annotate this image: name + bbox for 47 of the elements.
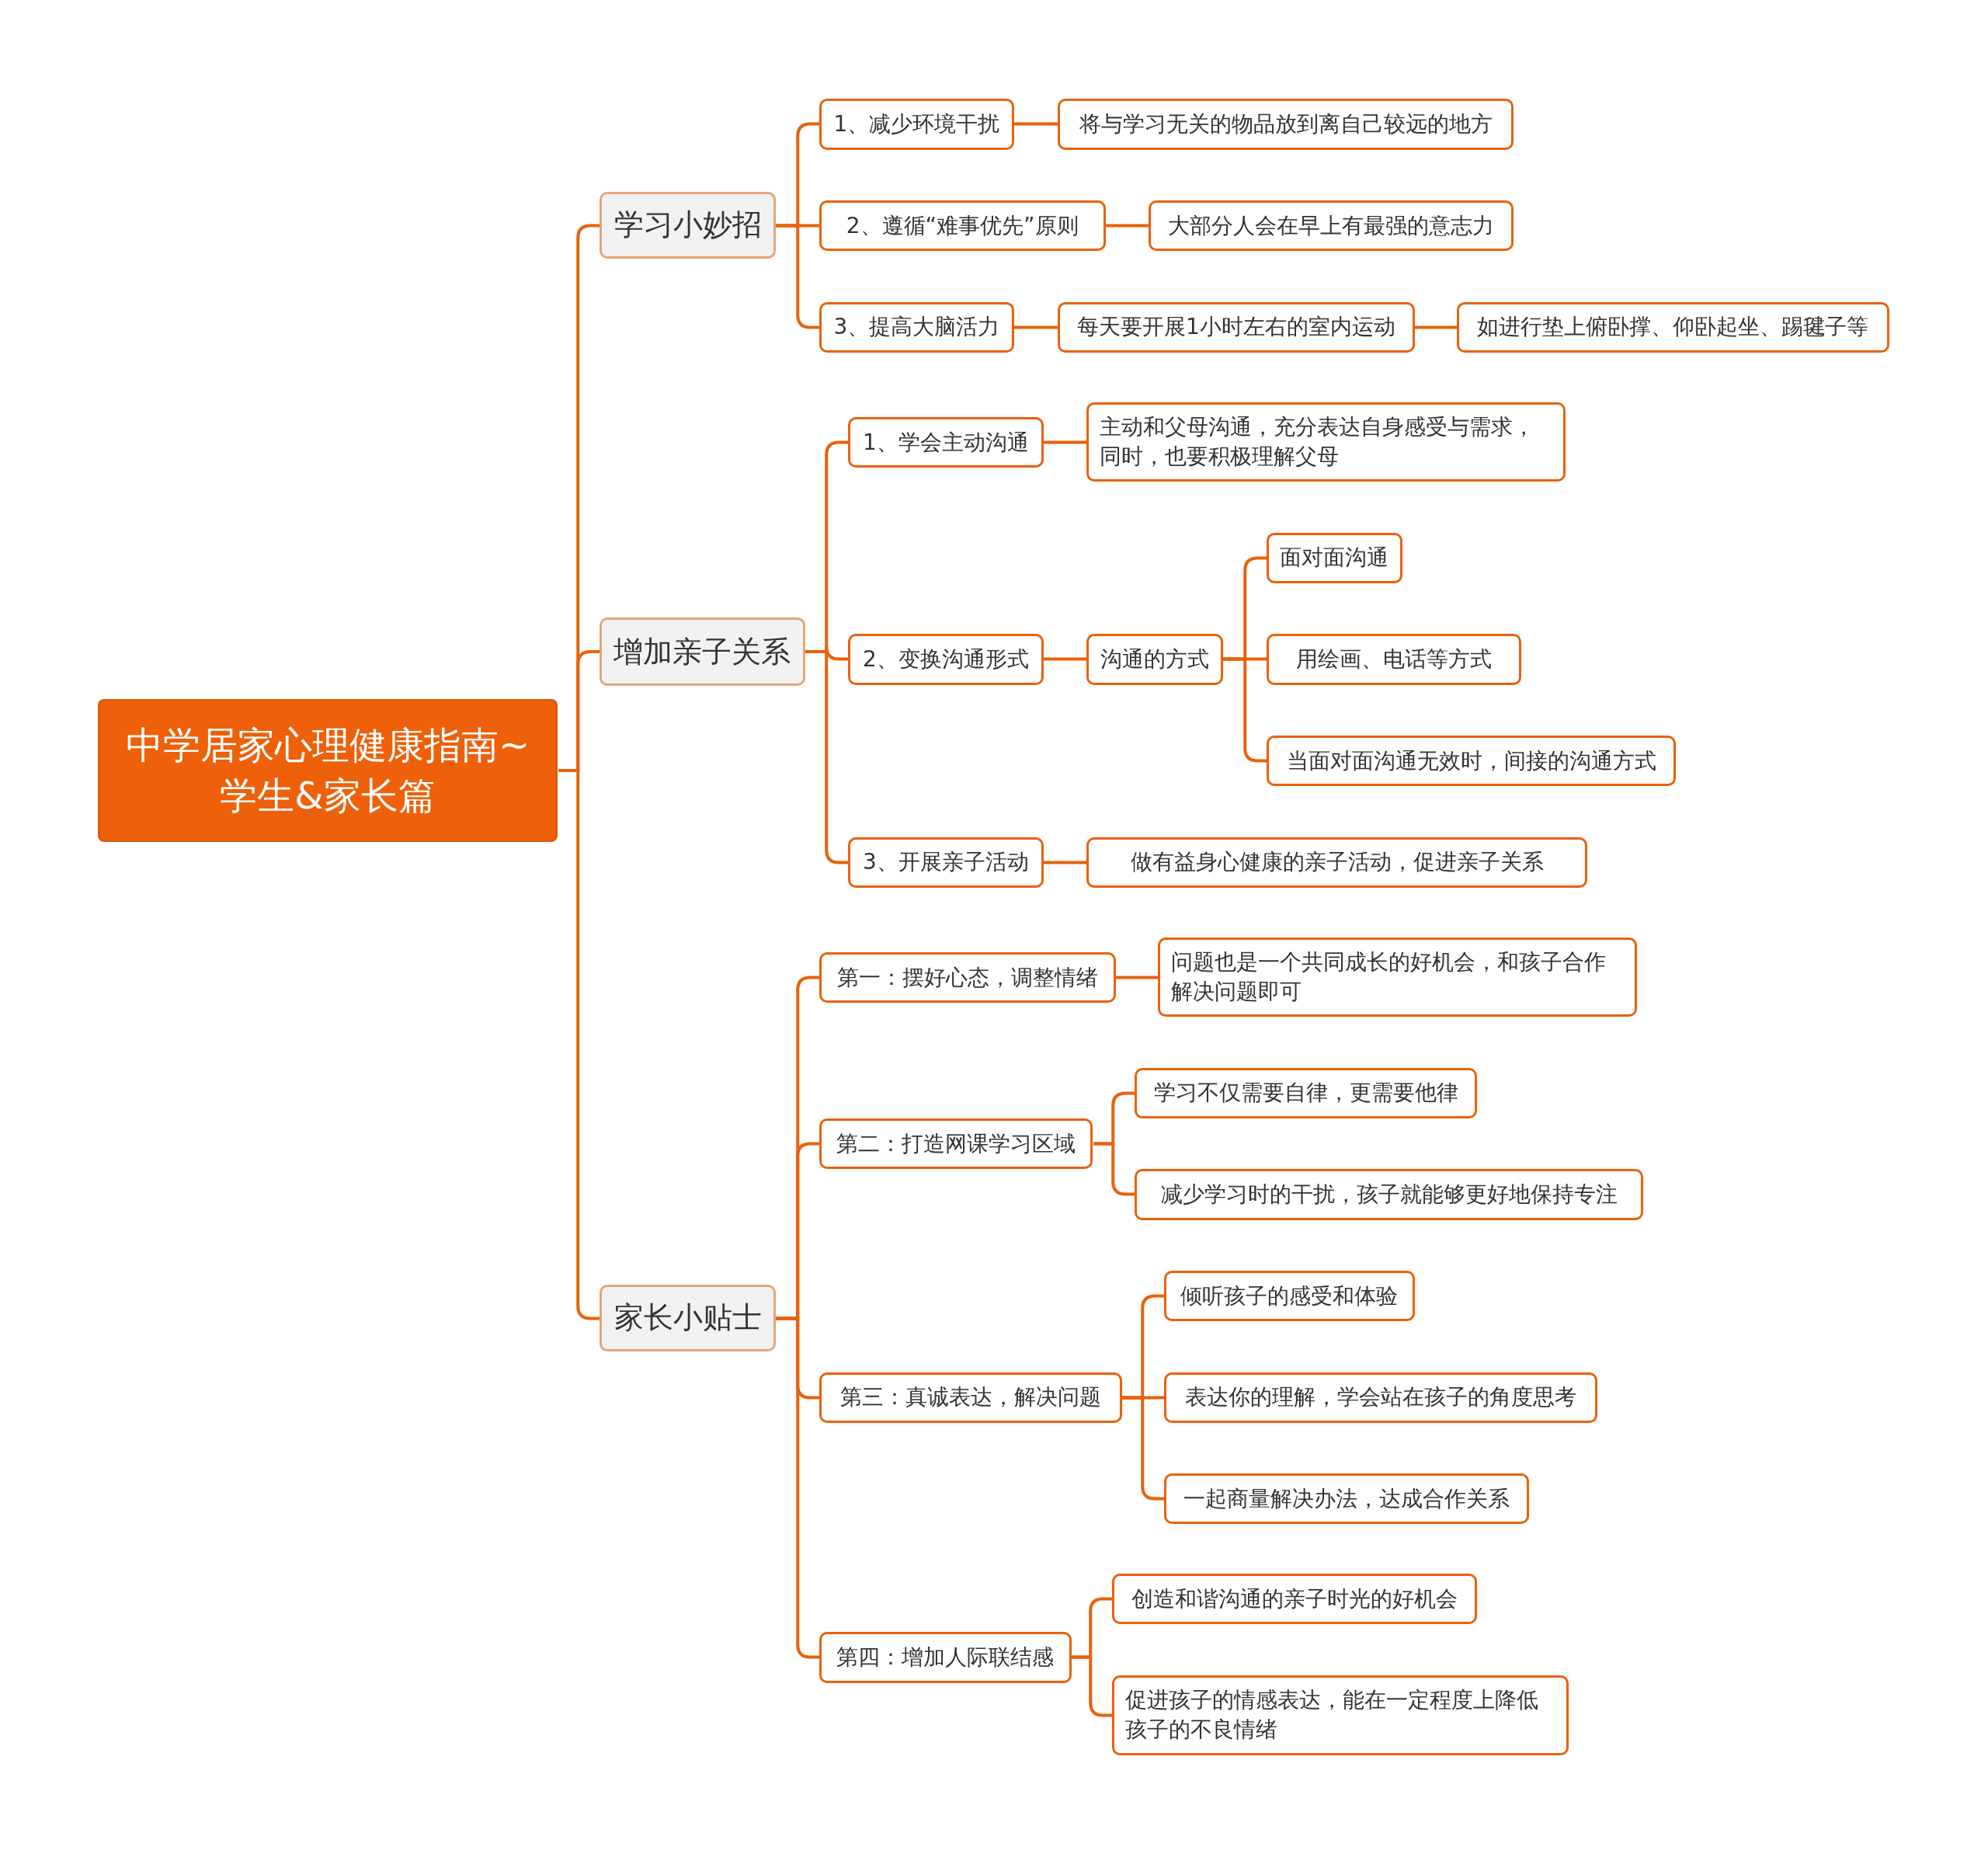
- branch-topic-box: 学习小妙招: [600, 191, 777, 259]
- topic-box: 1、减少环境干扰: [818, 99, 1015, 150]
- topic-box: 主动和父母沟通，充分表达自身感受与需求，同时，也要积极理解父母: [1086, 402, 1566, 482]
- topic-box: 面对面沟通: [1267, 532, 1402, 583]
- topic-box: 创造和谐沟通的亲子时光的好机会: [1111, 1574, 1478, 1625]
- topic-box: 表达你的理解，学会站在孩子的角度思考: [1163, 1372, 1598, 1423]
- topic-box: 促进孩子的情感表达，能在一定程度上降低孩子的不良情绪: [1111, 1675, 1569, 1755]
- connector-line: [805, 650, 848, 864]
- topic-box: 用绘画、电话等方式: [1267, 634, 1522, 685]
- topic-box: 倾听孩子的感受和体验: [1163, 1270, 1415, 1322]
- connector-line: [1223, 657, 1267, 763]
- topic-box: 1、学会主动沟通: [848, 417, 1044, 468]
- connector-line: [1116, 976, 1158, 979]
- connector-line: [1043, 440, 1086, 444]
- topic-box: 如进行垫上俯卧撑、仰卧起坐、踢毽子等: [1456, 301, 1889, 353]
- topic-box: 将与学习无关的物品放到离自己较远的地方: [1057, 99, 1514, 150]
- connector-line: [1122, 1396, 1164, 1501]
- topic-box: 沟通的方式: [1086, 634, 1224, 685]
- connector-line: [776, 1317, 819, 1659]
- connector-line: [1106, 224, 1149, 228]
- connector-line: [1043, 861, 1086, 864]
- topic-box: 大部分人会在早上有最强的意志力: [1149, 200, 1514, 252]
- topic-box: 做有益身心健康的亲子活动，促进亲子关系: [1086, 837, 1588, 888]
- connector-line: [776, 224, 819, 329]
- topic-box: 每天要开展1小时左右的室内运动: [1057, 301, 1416, 353]
- branch-topic-box: 增加亲子关系: [600, 617, 805, 687]
- topic-box: 减少学习时的干扰，孩子就能够更好地保持专注: [1135, 1169, 1643, 1220]
- connector-line: [1072, 1655, 1112, 1717]
- topic-box: 第一：摆好心态，调整情绪: [818, 952, 1116, 1004]
- topic-box: 问题也是一个共同成长的好机会，和孩子合作解决问题即可: [1157, 937, 1637, 1017]
- topic-box: 第二：打造网课学习区域: [818, 1118, 1093, 1170]
- topic-box: 当面对面沟通无效时，间接的沟通方式: [1267, 735, 1677, 787]
- connector-line: [1014, 325, 1058, 329]
- connector-line: [1093, 1142, 1135, 1196]
- connector-line: [1014, 122, 1058, 126]
- topic-box: 2、变换沟通形式: [848, 634, 1044, 685]
- connector-line: [1415, 325, 1457, 329]
- connector-line: [1043, 657, 1086, 661]
- topic-box: 学习不仅需要自律，更需要他律: [1135, 1067, 1478, 1118]
- topic-box: 3、开展亲子活动: [848, 837, 1044, 888]
- topic-box: 3、提高大脑活力: [818, 301, 1015, 353]
- central-topic-box: 中学居家心理健康指南~学生&家长篇: [97, 698, 558, 843]
- branch-topic-box: 家长小贴士: [600, 1284, 777, 1352]
- topic-box: 第四：增加人际联结感: [818, 1632, 1072, 1683]
- topic-box: 第三：真诚表达，解决问题: [818, 1372, 1122, 1423]
- topic-box: 2、遵循“难事优先”原则: [818, 200, 1106, 252]
- topic-box: 一起商量解决办法，达成合作关系: [1163, 1473, 1529, 1525]
